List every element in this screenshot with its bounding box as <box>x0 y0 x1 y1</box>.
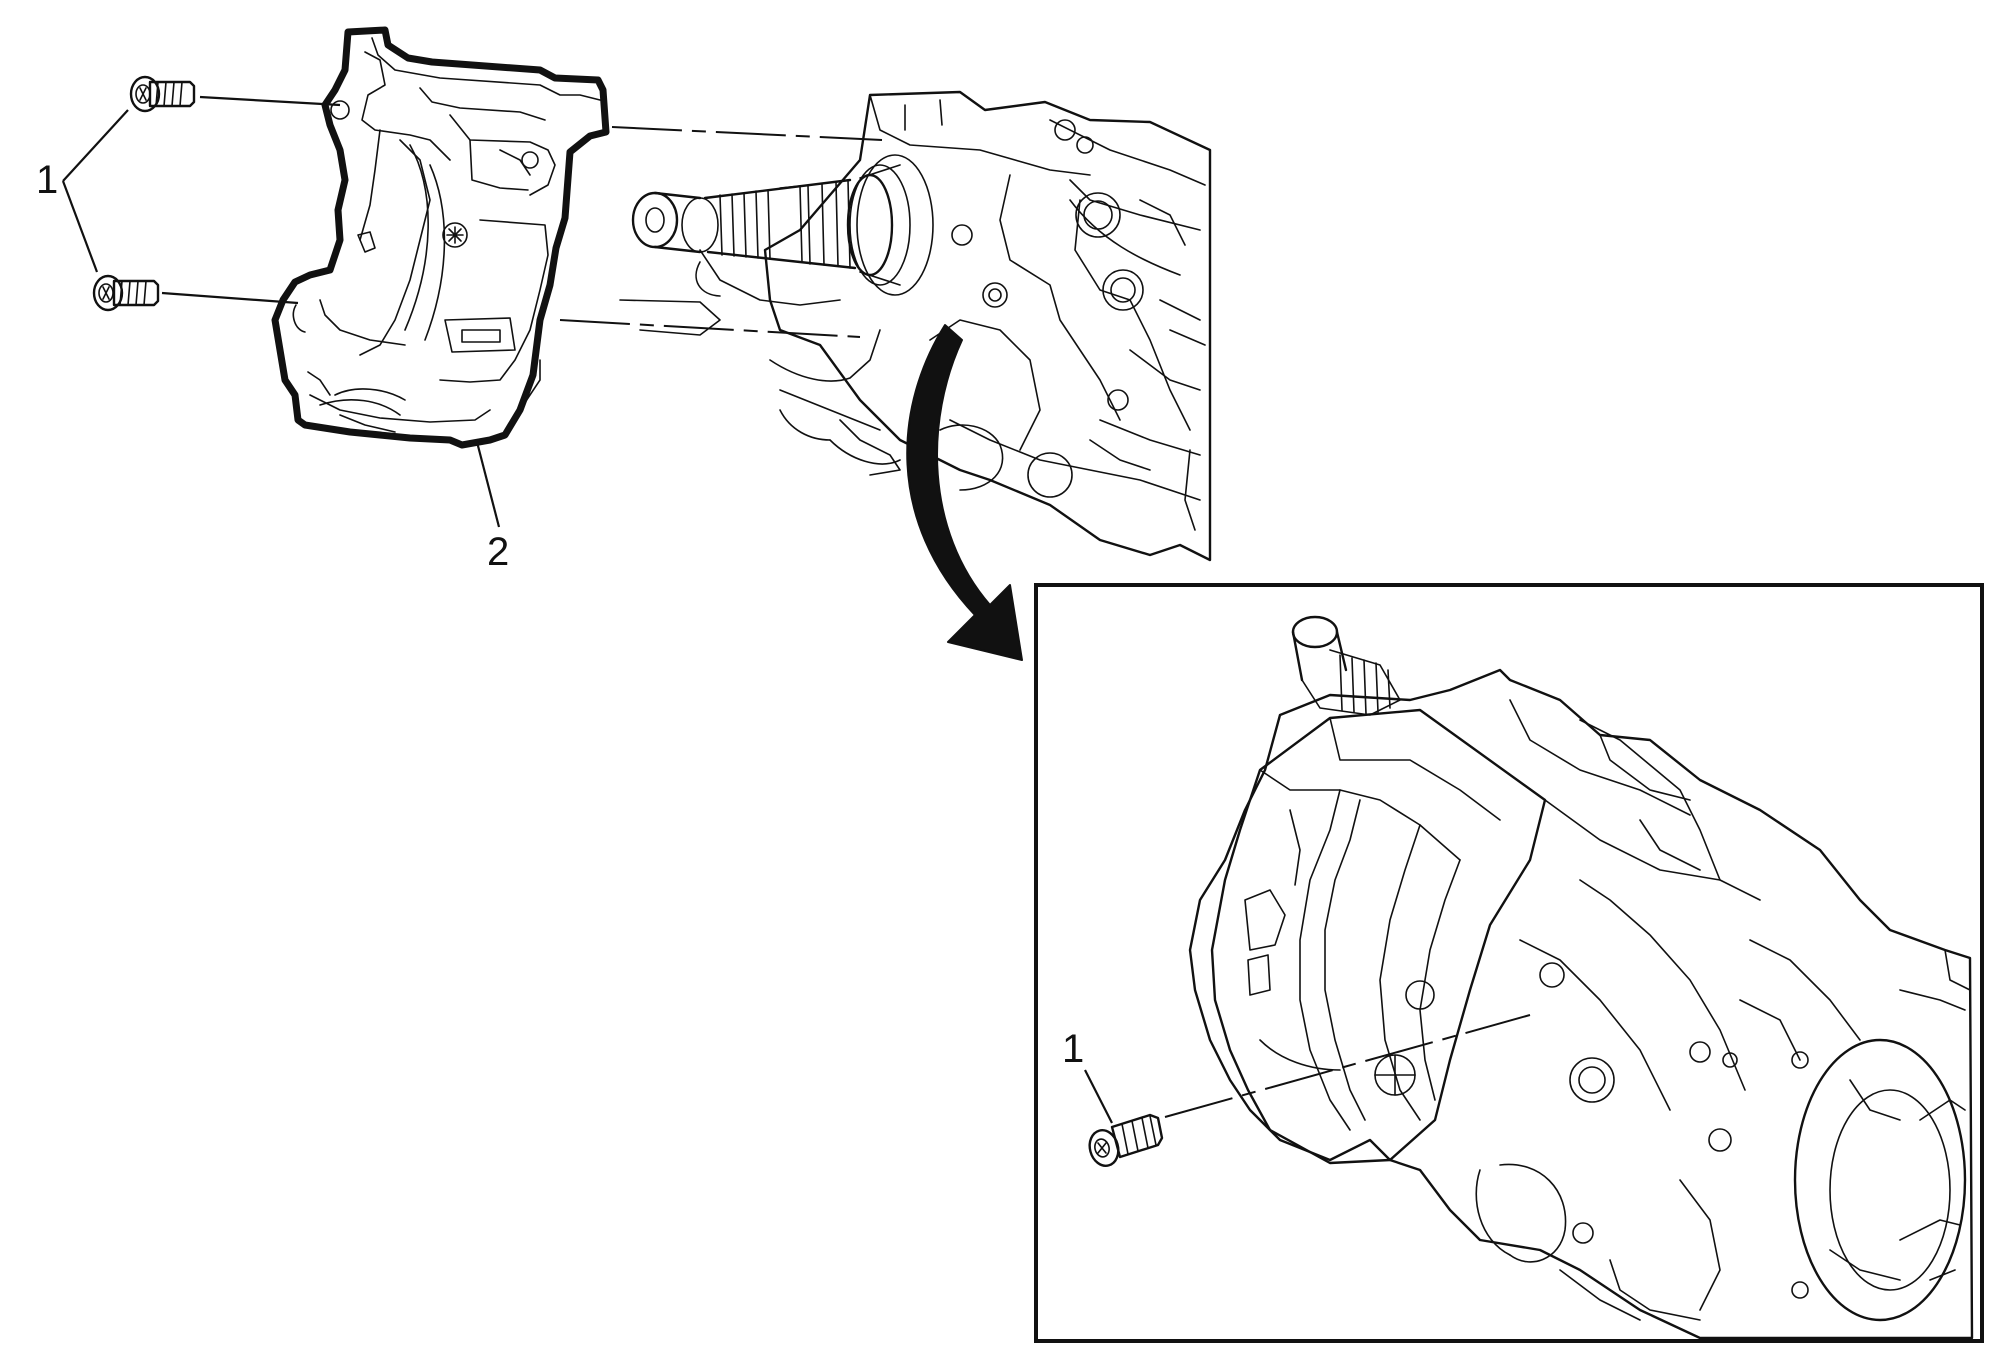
callout-2: 2 <box>475 441 509 574</box>
bolt-line-2 <box>161 291 299 305</box>
callout-1-inset: 1 <box>1062 1027 1113 1124</box>
curved-arrow-icon <box>906 324 1023 661</box>
splined-shaft <box>619 154 934 336</box>
alignment-line-inset <box>1164 1014 1531 1118</box>
bolt-inset <box>1088 1113 1164 1167</box>
bolt-line-1 <box>199 95 341 107</box>
callout-2-label: 2 <box>487 530 509 574</box>
callout-1-inset-label: 1 <box>1062 1027 1084 1071</box>
steering-column-cover <box>271 26 610 449</box>
bolt-upper-2 <box>92 274 160 312</box>
callout-1-top: 1 <box>36 109 129 273</box>
steering-column-housing <box>763 90 1212 562</box>
callout-1-label: 1 <box>36 158 58 202</box>
alignment-lines-upper <box>559 126 883 338</box>
detail-inset: 1 <box>1034 583 1984 1343</box>
bolt-upper-1 <box>129 75 196 113</box>
